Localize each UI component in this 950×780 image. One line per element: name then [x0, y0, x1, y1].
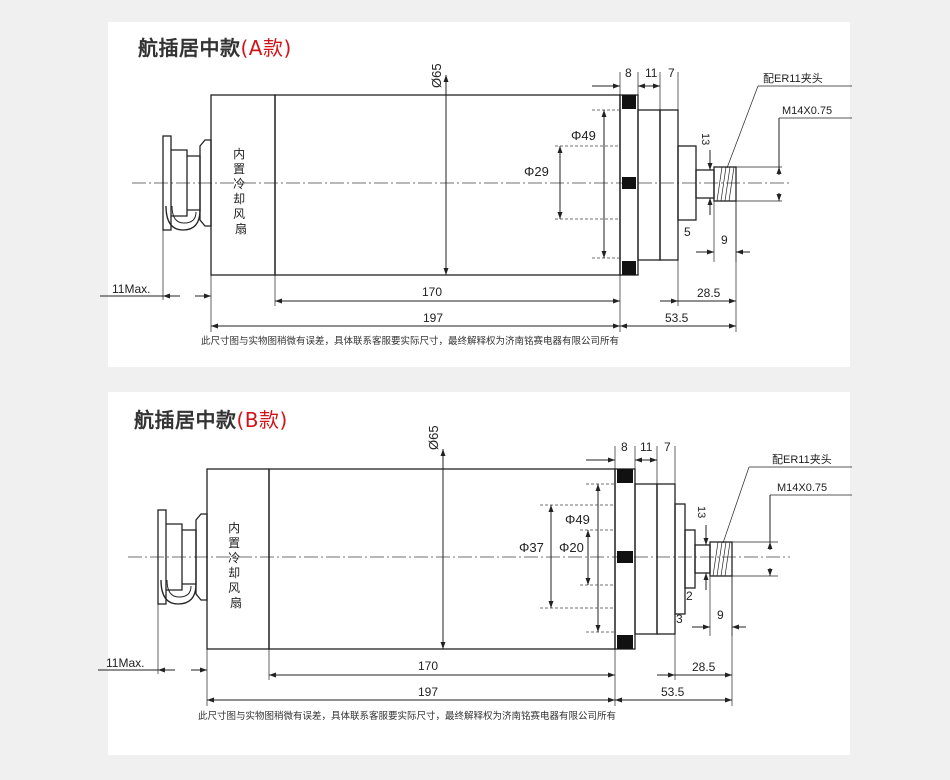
diagram-a-title: 航插居中款(A款): [138, 32, 292, 61]
a-dim-l197: 197: [423, 311, 443, 325]
b-dim-w11: 11: [640, 440, 653, 454]
b-dim-d49: Φ49: [565, 512, 590, 527]
diagram-b: 内 置 冷 却 风 扇 Ø65 Φ49 Φ37 Φ20 8 11: [98, 425, 852, 722]
a-dim-d65: Ø65: [429, 63, 444, 88]
b-dim-l53: 53.5: [661, 685, 685, 699]
b-dim-l28: 28.5: [692, 660, 716, 674]
a-shaft: [695, 169, 715, 199]
diagram-b-title-text: 航插居中款: [134, 408, 237, 432]
a-dim-h5: 5: [684, 225, 691, 239]
a-dim-l53: 53.5: [665, 311, 689, 325]
a-thread-label: M14X0.75: [782, 105, 832, 117]
a-disclaimer: 此尺寸图与实物图稍微有误差，具体联系客服要实际尺寸，最终解释权为济南铭赛电器有限…: [201, 335, 619, 347]
a-dim-d29: Φ29: [524, 164, 549, 179]
b-dim-l9: 9: [717, 608, 724, 622]
a-dim-w8: 8: [625, 66, 632, 80]
diagram-a-variant: (A款): [240, 36, 292, 60]
diagram-a-title-text: 航插居中款: [138, 36, 241, 60]
a-flange-7: [659, 109, 679, 261]
b-dim-h3: 3: [676, 612, 683, 626]
b-dim-max: 11Max.: [106, 656, 144, 670]
b-flange-mark-mid: [617, 551, 633, 563]
b-motor-body: [268, 468, 616, 650]
b-dim-h13: 13: [695, 506, 707, 518]
a-dim-h13: 13: [699, 133, 711, 145]
diagram-panel-a: [108, 22, 850, 367]
diagram-panel-b: [108, 392, 850, 755]
a-dim-w7: 7: [668, 66, 675, 80]
a-dim-l9: 9: [721, 233, 728, 247]
b-collet-leader: [722, 466, 750, 544]
a-flange-11: [637, 109, 661, 261]
b-thread-hatching: [712, 541, 731, 577]
a-flange-mark-mid: [622, 177, 636, 189]
a-dim-l28: 28.5: [697, 286, 721, 300]
b-dim-d37: Φ37: [519, 540, 544, 555]
a-flange-mark-bottom: [622, 261, 636, 275]
b-flange-mark-top: [617, 469, 633, 483]
b-fan-label: 内 置 冷 却 风 扇: [228, 521, 244, 610]
diagram-b-variant: (B款): [236, 408, 288, 432]
b-collet-label: 配ER11夹头: [772, 453, 832, 466]
b-dim-d20: Φ20: [559, 540, 584, 555]
b-step-1: [674, 503, 686, 615]
a-flange-mark-top: [622, 95, 636, 109]
b-dim-w8: 8: [621, 440, 628, 454]
b-dim-h2: 2: [686, 589, 693, 603]
a-dim-d49: Φ49: [571, 128, 596, 143]
a-thread-hatching: [716, 166, 735, 202]
b-flange-11: [634, 483, 658, 635]
a-dim-w11: 11: [645, 66, 658, 80]
a-collet-label: 配ER11夹头: [763, 72, 823, 85]
a-dim-max: 11Max.: [112, 282, 150, 296]
diagram-b-title: 航插居中款(B款): [134, 404, 288, 433]
b-flange-mark-bottom: [617, 635, 633, 649]
b-thread-label: M14X0.75: [777, 482, 827, 494]
diagram-a: 内 置 冷 却 风 扇 Ø65 Φ49 Φ29 8 11 7 1: [100, 63, 852, 347]
b-disclaimer: 此尺寸图与实物图稍微有误差，具体联系客服要实际尺寸，最终解释权为济南铭赛电器有限…: [198, 710, 616, 722]
a-dim-l170: 170: [422, 285, 442, 299]
b-dim-d65: Ø65: [426, 425, 441, 450]
b-aviation-connector: [157, 509, 208, 605]
a-collet-leader: [726, 85, 759, 169]
a-fan-label: 内 置 冷 却 风 扇: [233, 147, 249, 236]
b-flange-7: [656, 483, 676, 635]
b-dim-l197: 197: [418, 685, 438, 699]
b-dim-w7: 7: [664, 440, 671, 454]
b-shaft: [694, 544, 711, 574]
b-nose: [684, 529, 696, 589]
a-motor-body: [274, 94, 621, 276]
b-dim-l170: 170: [418, 659, 438, 673]
